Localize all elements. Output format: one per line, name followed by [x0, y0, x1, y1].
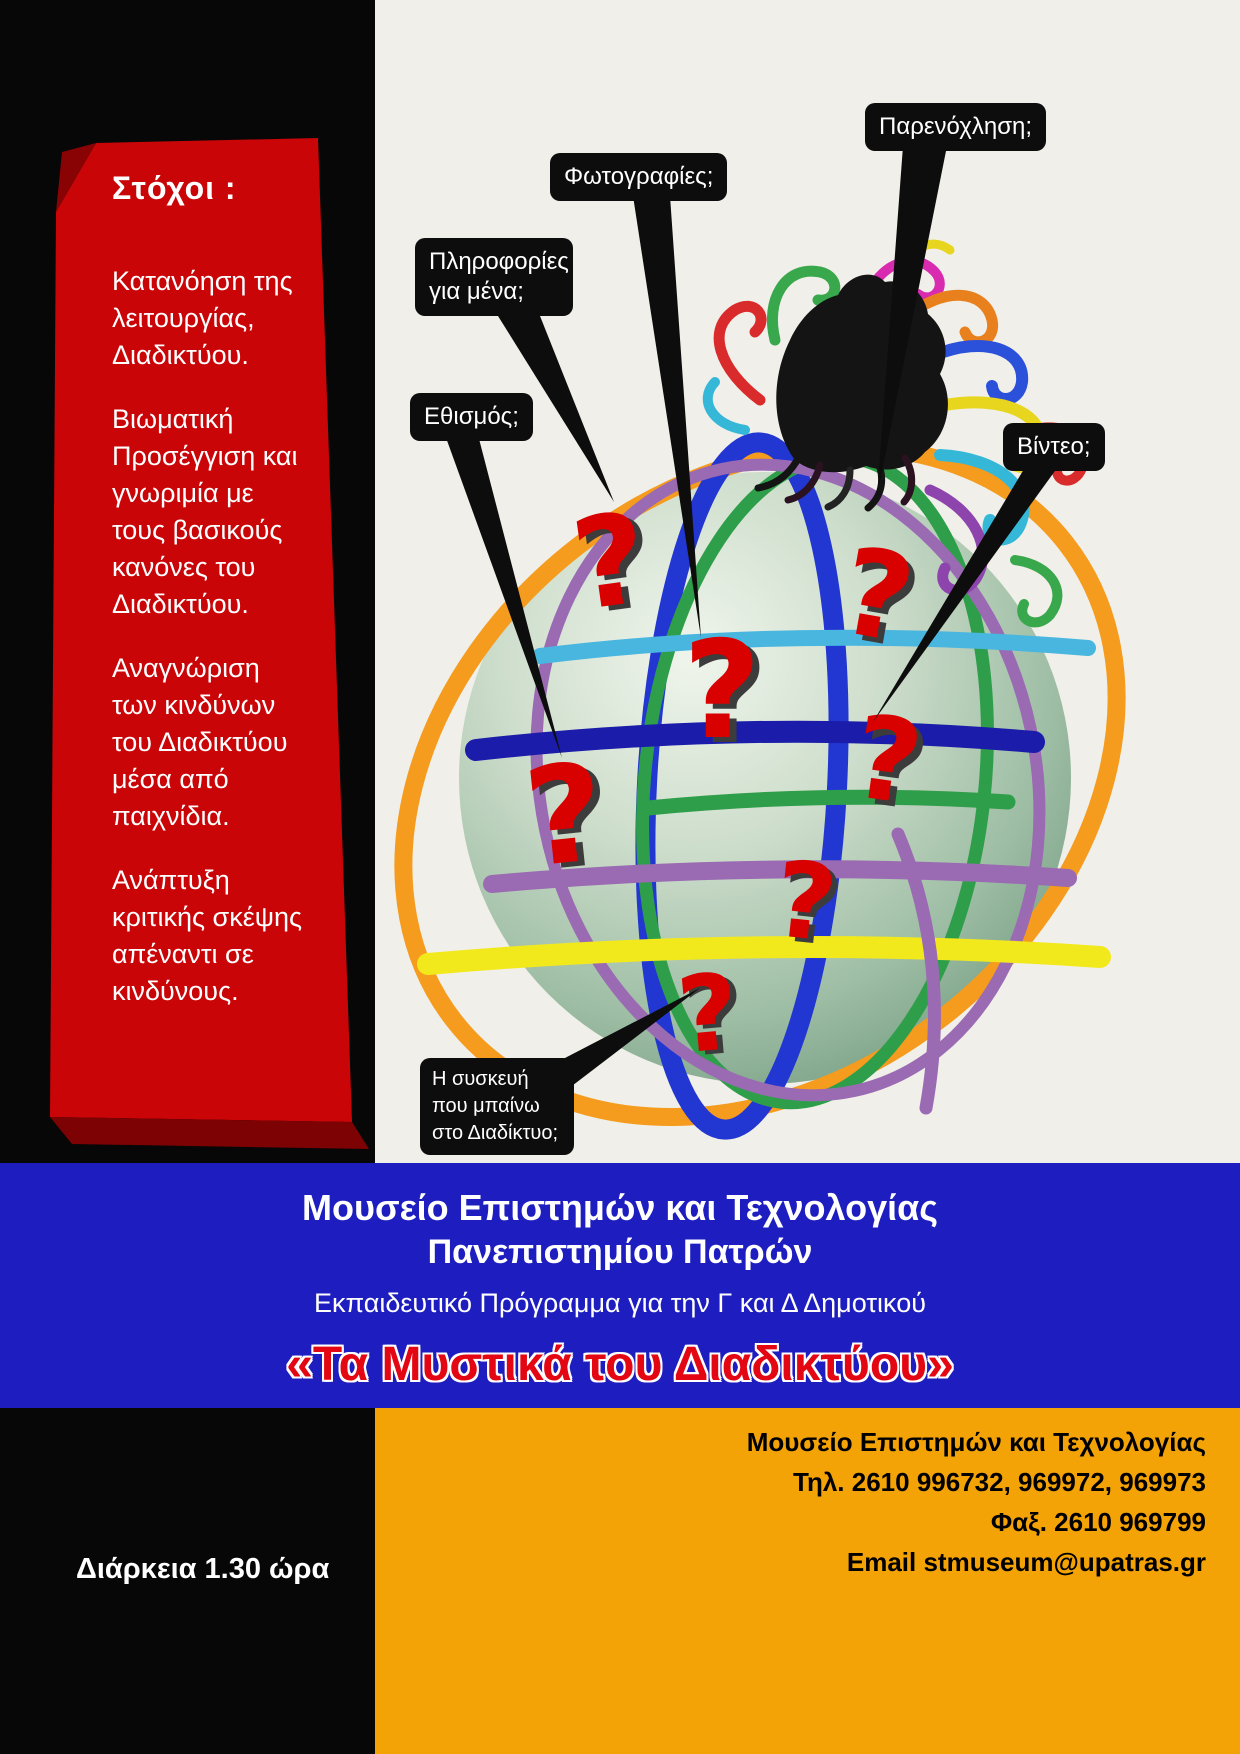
band-darkblue — [465, 720, 1045, 761]
illustration-area: ? ? ? ? ? ? ? ? ? ? — [375, 0, 1240, 1163]
callout-photos: Φωτογραφίες; — [550, 153, 728, 201]
goals-ribbon-shape — [50, 138, 352, 1122]
footer-duration-panel: Διάρκεια 1.30 ώρα — [0, 1408, 375, 1754]
band-green — [640, 789, 1016, 816]
question-mark-shadow: ? — [774, 843, 847, 971]
creature-strand — [784, 461, 824, 504]
contact-email: Email stmuseum@upatras.gr — [846, 1547, 1206, 1577]
question-mark-shadow: ? — [690, 617, 768, 774]
contact-fax: Φαξ. 2610 969799 — [990, 1507, 1206, 1537]
question-mark-glyph: ? — [673, 951, 744, 1078]
goal-item: Κατανόηση της λειτουργίας, Διαδικτύου. — [112, 266, 293, 370]
band-lightblue — [532, 629, 1096, 664]
question-mark: ? ? — [683, 612, 768, 774]
goal-item: Αναγνώριση των κινδύνων του Διαδικτύου μ… — [112, 653, 288, 831]
tail-info — [498, 316, 614, 502]
arc-purple-lower — [891, 827, 941, 1115]
poster-title: «Τα Μυστικά του Διαδικτύου» — [286, 1338, 954, 1391]
museum-name-line1: Μουσείο Επιστημών και Τεχνολογίας — [302, 1187, 938, 1228]
goals-title: Στόχοι : — [112, 170, 237, 206]
goal-item: Βιωματική Προσέγγιση και γνωριμία με του… — [112, 404, 298, 619]
question-mark-shadow: ? — [679, 954, 750, 1081]
tentacle — [929, 340, 1029, 405]
question-marks: ? ? ? ? ? ? ? ? ? ? — [518, 486, 936, 1081]
question-mark: ? ? — [769, 838, 848, 971]
question-mark: ? ? — [518, 733, 620, 902]
creature-strand — [754, 451, 804, 492]
goals-section: Στόχοι : Κατανόηση της λειτουργίας, Διαδ… — [112, 170, 310, 1037]
contact-museum-name: Μουσείο Επιστημών και Τεχνολογίας — [746, 1427, 1206, 1457]
goals-ribbon-fold-top — [56, 143, 96, 212]
tentacle — [1010, 555, 1063, 628]
tail-harassment — [877, 146, 947, 497]
creature-strand — [900, 454, 916, 506]
tentacle — [766, 265, 841, 346]
goals-ribbon — [50, 138, 369, 1149]
tail-addiction — [445, 435, 562, 758]
program-description: Εκπαιδευτικό Πρόγραμμα για την Γ και Δ Δ… — [314, 1288, 926, 1318]
orbit-purple-meridian — [530, 458, 1046, 1102]
question-mark-glyph: ? — [769, 838, 842, 966]
creature-body — [776, 274, 948, 473]
band-purple — [483, 860, 1077, 893]
orbit-orange — [394, 438, 1126, 1126]
question-mark-glyph: ? — [518, 733, 612, 897]
goals-ribbon-fold-bottom — [50, 1117, 369, 1149]
callout-device: Η συσκευή που μπαίνω στο Διαδίκτυο; — [420, 1058, 574, 1155]
callout-harassment: Παρενόχληση; — [865, 103, 1047, 151]
tail-video — [873, 464, 1060, 722]
contact-phone: Τηλ. 2610 996732, 969972, 969973 — [793, 1467, 1206, 1497]
goal-item: Ανάπτυξη κριτικής σκέψης απέναντι σε κιν… — [112, 865, 303, 1006]
footer: Διάρκεια 1.30 ώρα Μουσείο Επιστημών και … — [0, 1408, 1240, 1754]
band-yellow — [417, 936, 1111, 975]
duration-text: Διάρκεια 1.30 ώρα — [76, 1553, 330, 1585]
question-mark-shadow: ? — [525, 738, 619, 902]
creature-strand — [824, 466, 854, 511]
tentacle — [702, 377, 750, 435]
museum-name-line2: Πανεπιστημίου Πατρών — [427, 1233, 813, 1271]
tail-photos — [633, 196, 701, 638]
tentacle — [713, 300, 767, 406]
callout-tails — [445, 146, 1060, 1092]
globe-sphere — [459, 472, 1071, 1084]
footer-contact-panel: Μουσείο Επιστημών και Τεχνολογίας Τηλ. 2… — [375, 1408, 1240, 1754]
question-mark-glyph: ? — [683, 612, 761, 769]
banner: Μουσείο Επιστημών και Τεχνολογίας Πανεπι… — [0, 1163, 1240, 1408]
left-panel: Στόχοι : Κατανόηση της λειτουργίας, Διαδ… — [0, 0, 375, 1163]
question-mark: ? ? — [673, 951, 751, 1081]
tail-device — [538, 988, 700, 1092]
callout-video: Βίντεο; — [1003, 423, 1105, 471]
globe-illustration: ? ? ? ? ? ? ? ? ? ? — [394, 146, 1126, 1140]
callout-addiction: Εθισμός; — [410, 393, 533, 441]
orbit-ribbons — [394, 432, 1126, 1140]
callout-info: Πληροφορίες για μένα; — [415, 238, 573, 316]
